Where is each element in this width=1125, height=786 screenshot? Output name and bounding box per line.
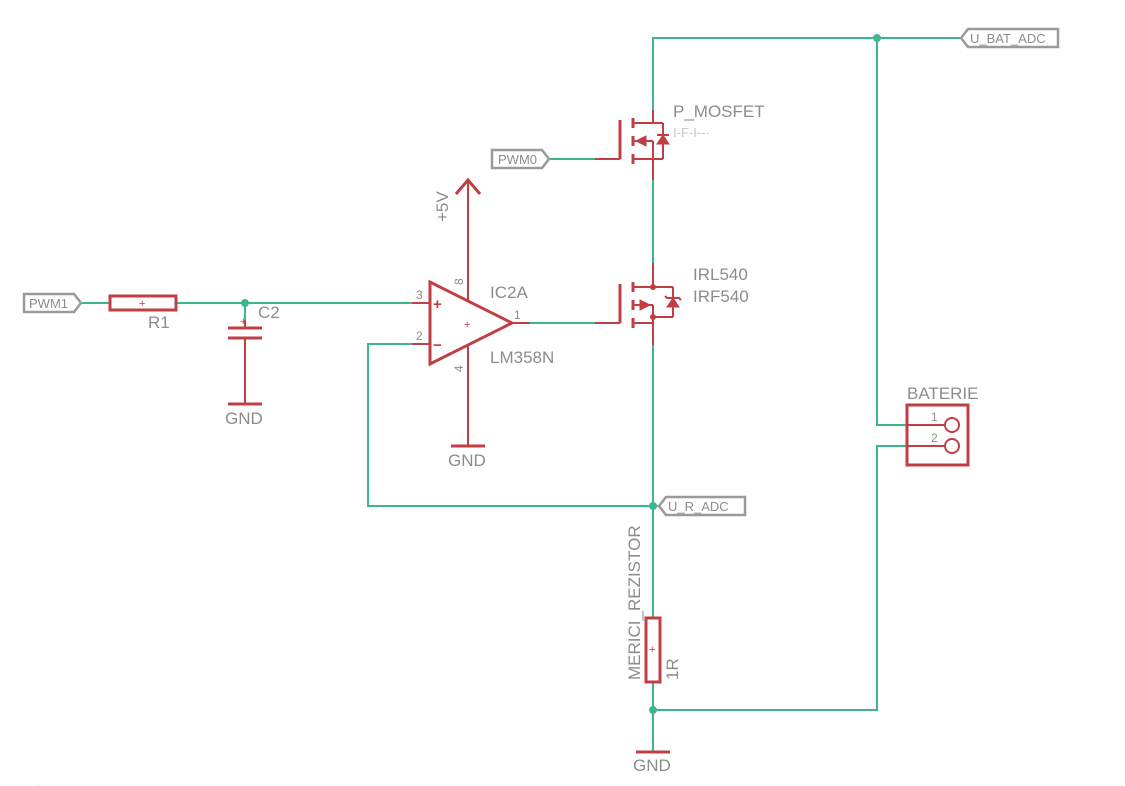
junction-c2	[241, 299, 249, 307]
opamp-pin-4: 4	[452, 365, 466, 372]
port-pwm1-label: PWM1	[29, 296, 68, 311]
n-mosfet-value: IRF540	[693, 287, 749, 306]
opamp-out-plus: +	[464, 319, 470, 331]
port-u-r-adc[interactable]: U_R_ADC	[657, 495, 747, 517]
capacitor-c2[interactable]: + C2 GND	[225, 303, 280, 428]
opamp-name: IC2A	[490, 283, 528, 302]
junction-u-r-adc	[649, 502, 657, 510]
corner-dot: .	[39, 782, 41, 786]
port-pwm0[interactable]: PWM0	[490, 148, 551, 170]
resistor-merici-mark: +	[649, 644, 655, 656]
junctions	[241, 34, 881, 714]
gnd-ic: GND	[448, 378, 486, 470]
resistor-r1-label: R1	[148, 313, 170, 332]
opamp-pin-3: 3	[416, 288, 423, 302]
resistor-merici-value: 1R	[663, 658, 682, 680]
battery-name: BATERIE	[907, 384, 978, 403]
opamp-value: LM358N	[490, 348, 554, 367]
p-mosfet[interactable]: P_MOSFET I-F-I--·	[595, 102, 765, 180]
port-u-bat-adc[interactable]: U_BAT_ADC	[959, 27, 1060, 49]
p-mosfet-value-obscured: I-F-I--·	[673, 125, 710, 140]
gnd-c2-label: GND	[225, 409, 263, 428]
resistor-r1-mark: +	[139, 298, 145, 310]
port-u-r-adc-label: U_R_ADC	[668, 499, 729, 514]
battery-pin-2: 2	[931, 431, 938, 445]
wires	[80, 37, 960, 752]
junction-top-rail	[873, 34, 881, 42]
capacitor-c2-mark: +	[240, 316, 246, 328]
opamp-minus-sign: −	[433, 337, 442, 354]
gnd-main: GND	[633, 750, 671, 775]
resistor-merici[interactable]: + MERICI_REZISTOR 1R	[625, 525, 682, 684]
opamp-ic2a[interactable]: + − + 3 2 1 8 4 IC2A LM358N	[412, 268, 554, 378]
opamp-pin-1: 1	[514, 308, 521, 322]
resistor-merici-name: MERICI_REZISTOR	[625, 525, 644, 680]
supply-5v: +5V	[433, 177, 482, 268]
resistor-r1[interactable]: + R1	[108, 294, 178, 332]
n-mosfet-name: IRL540	[693, 265, 748, 284]
p-mosfet-name: P_MOSFET	[673, 102, 765, 121]
port-pwm0-label: PWM0	[498, 152, 537, 167]
battery-connector[interactable]: 1 2 BATERIE	[905, 384, 978, 467]
capacitor-c2-label: C2	[258, 303, 280, 322]
supply-5v-label: +5V	[433, 191, 452, 222]
opamp-pin-8: 8	[452, 278, 466, 285]
junction-gnd-node	[649, 706, 657, 714]
gnd-ic-label: GND	[448, 451, 486, 470]
opamp-plus-sign: +	[433, 296, 442, 313]
port-pwm1[interactable]: PWM1	[22, 292, 83, 314]
n-mosfet[interactable]: IRL540 IRF540	[595, 263, 749, 345]
port-u-bat-adc-label: U_BAT_ADC	[970, 31, 1046, 46]
opamp-pin-2: 2	[416, 329, 423, 343]
gnd-main-label: GND	[633, 756, 671, 775]
battery-pin-1: 1	[931, 410, 938, 424]
